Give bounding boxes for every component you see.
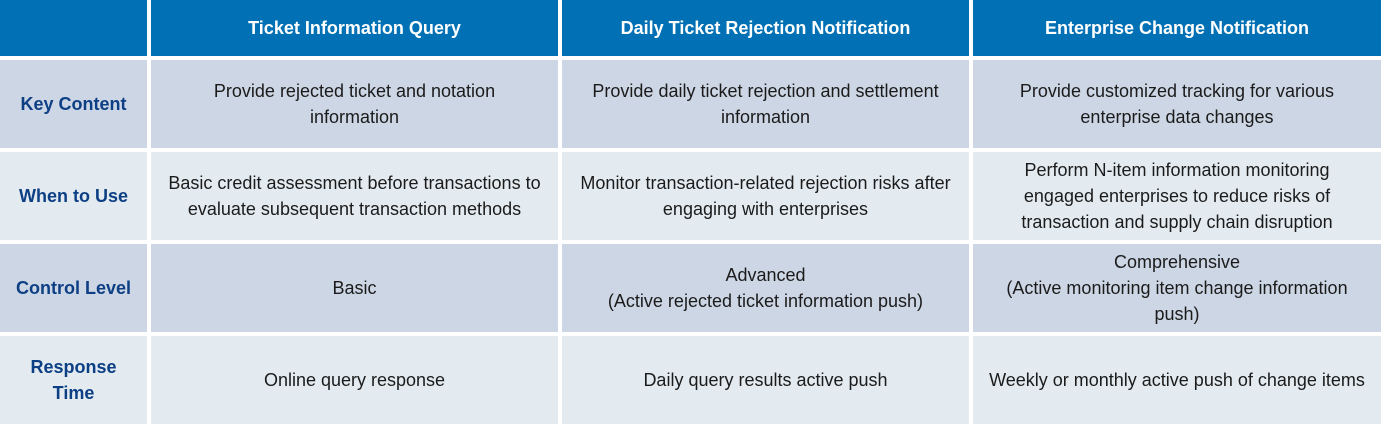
table-cell: Basic credit assessment before transacti… — [151, 152, 558, 240]
table-cell: Comprehensive (Active monitoring item ch… — [973, 244, 1381, 332]
table-corner-cell — [0, 0, 147, 56]
table-cell: Daily query results active push — [562, 336, 969, 424]
row-label-key-content: Key Content — [0, 60, 147, 148]
table-cell: Provide customized tracking for various … — [973, 60, 1381, 148]
table-cell: Weekly or monthly active push of change … — [973, 336, 1381, 424]
column-header-enterprise-change-notification: Enterprise Change Notification — [973, 0, 1381, 56]
table-cell: Provide rejected ticket and notation inf… — [151, 60, 558, 148]
column-header-ticket-information-query: Ticket Information Query — [151, 0, 558, 56]
column-header-daily-ticket-rejection-notification: Daily Ticket Rejection Notification — [562, 0, 969, 56]
table-cell: Perform N-item information monitoring en… — [973, 152, 1381, 240]
table-cell: Basic — [151, 244, 558, 332]
table-cell: Online query response — [151, 336, 558, 424]
row-label-when-to-use: When to Use — [0, 152, 147, 240]
table-cell: Advanced (Active rejected ticket informa… — [562, 244, 969, 332]
table-cell: Provide daily ticket rejection and settl… — [562, 60, 969, 148]
table-cell: Monitor transaction-related rejection ri… — [562, 152, 969, 240]
row-label-control-level: Control Level — [0, 244, 147, 332]
row-label-response-time: Response Time — [0, 336, 147, 424]
